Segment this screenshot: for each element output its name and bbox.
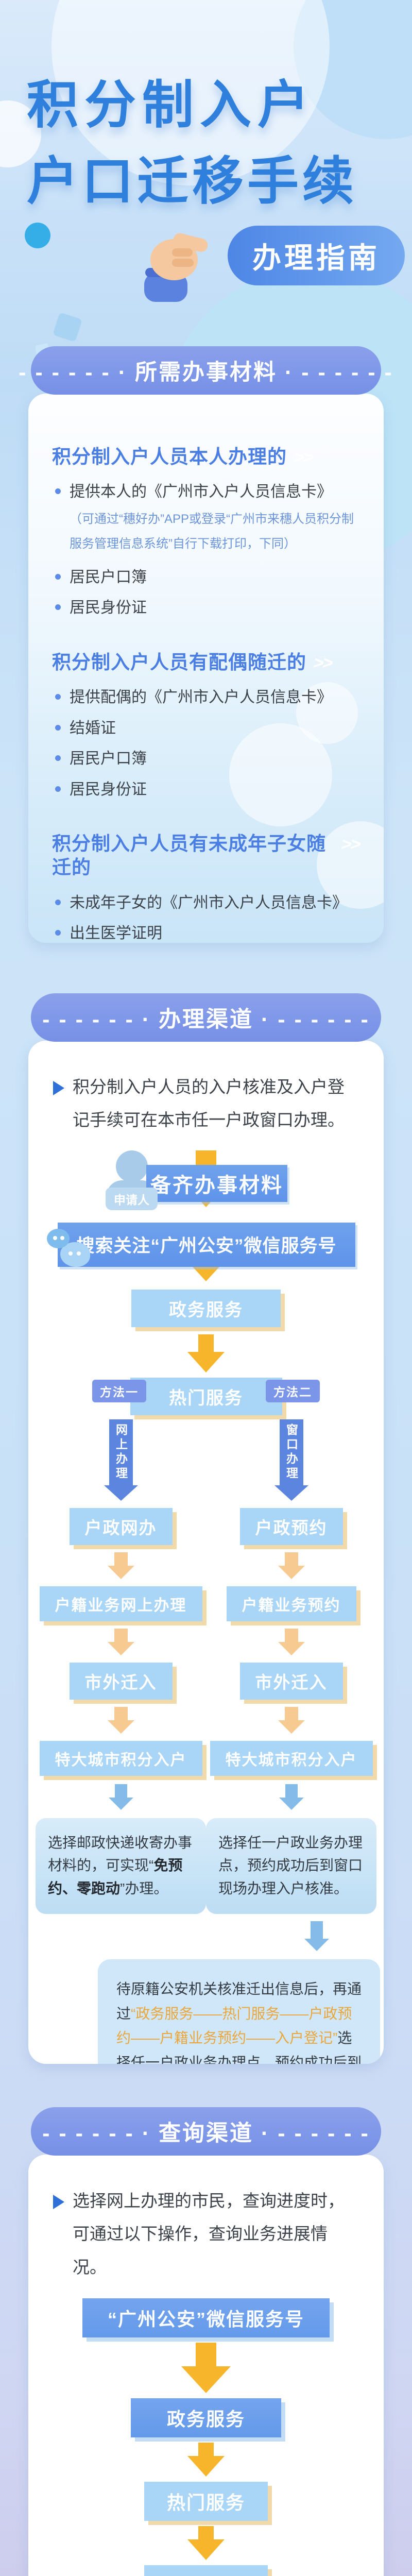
query-section-banner: - - - - - - · 查询渠道 · - - - - - - xyxy=(31,2107,381,2156)
materials-card: 积分制入户人员本人办理的 >> 提供本人的《广州市入户人员信息卡》 （可通过“穗… xyxy=(28,394,384,943)
materials-group2-list: 提供配偶的《广州市入户人员信息卡》 结婚证 居民户口簿 居民身份证 xyxy=(52,688,360,799)
channels-section-banner: - - - - - - · 办理渠道 · - - - - - - xyxy=(31,993,381,1042)
triangle-bullet-icon xyxy=(53,1081,64,1095)
hot-service-step: 方法一 热门服务 方法二 xyxy=(28,1377,384,1415)
triangle-bullet-icon xyxy=(53,2195,64,2209)
flow-box: 户籍业务网上办理 xyxy=(39,1586,202,1621)
channels-card: 积分制入户人员的入户核准及入户登记手续可在本市任一户政窗口办理。 备齐办事材料 … xyxy=(28,1041,384,2064)
materials-group3-title: 积分制入户人员有未成年子女随迁的 xyxy=(52,833,326,878)
list-item: 居民户口簿 xyxy=(52,749,360,769)
window-branch-note: 选择任一户政业务办理点，预约成功后到窗口现场办理入户核准。 xyxy=(206,1818,376,1914)
gov-service-box: 政务服务 xyxy=(131,1289,281,1327)
method2-tag: 方法二 xyxy=(266,1379,320,1402)
materials-section-banner: - - - - - - · 所需办事材料 · - - - - - - xyxy=(19,346,392,395)
flow-arrow-down xyxy=(181,2343,231,2394)
applicant-label: 申请人 xyxy=(106,1187,158,1210)
search-official-account-box: 搜索关注“广州公安”微信服务号 xyxy=(58,1222,355,1267)
list-item: 出生医学证明 xyxy=(52,924,360,943)
flow-arrow-down xyxy=(278,1628,305,1655)
materials-group1-list: 提供本人的《广州市入户人员信息卡》 （可通过“穗好办”APP或登录“广州市来穗人… xyxy=(52,482,360,618)
list-item: 居民身份证 xyxy=(52,598,360,618)
list-item: 未成年子女的《广州市入户人员信息卡》 xyxy=(52,893,360,913)
page-title-line1: 积分制入户 xyxy=(27,76,315,134)
flow-box: 户政网办 xyxy=(144,2565,268,2576)
flow-arrow-down xyxy=(278,1706,305,1734)
bullet-dot-icon xyxy=(55,694,61,700)
flow-arrow-down xyxy=(187,2443,225,2477)
flow-arrow-down xyxy=(187,2526,225,2561)
flow-box: 户政预约 xyxy=(239,1507,343,1545)
decor-silhouette-2 xyxy=(296,682,358,744)
list-item: 提供本人的《广州市入户人员信息卡》 （可通过“穗好办”APP或登录“广州市来穗人… xyxy=(52,482,360,556)
download-note: （可通过“穗好办”APP或登录“广州市来穗人员积分制服务管理信息系统”自行下载打… xyxy=(70,512,354,551)
decor-dot-cyan xyxy=(25,223,50,248)
method1-tag: 方法一 xyxy=(92,1379,146,1402)
query-card: 选择网上办理的市民，查询进度时，可通过以下操作，查询业务进展情况。 “广州公安”… xyxy=(28,2155,384,2576)
registration-final-note: 待原籍公安机关核准迁出信息后，再通过“政务服务——热门服务——户政预约——户籍业… xyxy=(98,1959,380,2064)
two-branch-flow: 网上办理 户政网办 户籍业务网上办理 市外迁入 特大城市积分入户 选择邮政快递收… xyxy=(28,1412,384,1914)
list-item: 居民户口簿 xyxy=(52,568,360,587)
query-flow: “广州公安”微信服务号 政务服务 热门服务 户政网办 网上办理进度查询 xyxy=(82,2298,330,2576)
chevrons-icon: >> xyxy=(339,835,363,854)
flow-arrow-down xyxy=(187,1334,225,1372)
channels-intro: 积分制入户人员的入户核准及入户登记手续可在本市任一户政窗口办理。 xyxy=(28,1071,384,1137)
flow-arrow-down xyxy=(279,1784,304,1810)
online-branch-arrow: 网上办理 xyxy=(104,1419,138,1501)
flow-box: 政务服务 xyxy=(131,2398,281,2438)
page-title-line2: 户口迁移手续 xyxy=(27,152,357,210)
online-branch-note: 选择邮政快递收寄办事材料的，可实现“免预约、零跑动”办理。 xyxy=(36,1818,206,1914)
bullet-dot-icon xyxy=(55,755,61,761)
header: 积分制入户 户口迁移手续 办理指南 xyxy=(0,0,412,340)
materials-group2-heading: 积分制入户人员有配偶随迁的 >> xyxy=(52,651,360,674)
materials-group3-heading: 积分制入户人员有未成年子女随迁的 >> xyxy=(52,832,363,880)
materials-group1-title: 积分制入户人员本人办理的 xyxy=(52,446,287,467)
list-item: 居民身份证 xyxy=(52,780,360,800)
flow-arrow-down xyxy=(278,1552,305,1579)
chevrons-icon: >> xyxy=(292,448,315,467)
decor-silhouette-3 xyxy=(317,821,384,909)
flow-arrow-down xyxy=(304,1921,329,1952)
flow-arrow-down xyxy=(107,1628,134,1655)
flow-box: 户政网办 xyxy=(69,1507,173,1545)
bullet-dot-icon xyxy=(55,930,61,936)
bullet-dot-icon xyxy=(55,899,61,905)
guide-badge: 办理指南 xyxy=(228,226,405,285)
materials-group1-heading: 积分制入户人员本人办理的 >> xyxy=(52,445,360,469)
flow-arrow-down xyxy=(108,1784,133,1810)
page-title: 积分制入户 户口迁移手续 xyxy=(27,67,357,219)
flow-box: 市外迁入 xyxy=(239,1662,343,1700)
hot-service-box: 热门服务 xyxy=(130,1377,282,1415)
bullet-dot-icon xyxy=(55,488,61,495)
menu-path-highlight: “政务服务——热门服务——户政预约——户籍业务预约——入户登记” xyxy=(116,2005,352,2046)
flow-arrow-down xyxy=(107,1706,134,1734)
flow-box: 特大城市积分入户 xyxy=(210,1740,373,1776)
query-intro: 选择网上办理的市民，查询进度时，可通过以下操作，查询业务进展情况。 xyxy=(28,2184,384,2284)
bullet-dot-icon xyxy=(55,724,61,731)
bullet-dot-icon xyxy=(55,604,61,611)
online-branch-label: 网上办理 xyxy=(114,1423,128,1481)
flow-box: 特大城市积分入户 xyxy=(39,1740,202,1776)
applicant-icon xyxy=(116,1150,148,1182)
flow-box: 市外迁入 xyxy=(69,1662,173,1700)
flow-box: 热门服务 xyxy=(144,2482,268,2521)
list-item: 提供配偶的《广州市入户人员信息卡》 xyxy=(52,688,360,707)
window-branch: 窗口办理 户政预约 户籍业务预约 市外迁入 特大城市积分入户 选择任一户政业务办… xyxy=(206,1412,376,1914)
pointing-hand-icon xyxy=(130,212,217,313)
bullet-dot-icon xyxy=(55,786,61,792)
flow-arrow-down xyxy=(107,1552,134,1579)
prepare-materials-box: 备齐办事材料 xyxy=(146,1164,287,1202)
chevrons-icon: >> xyxy=(312,653,334,673)
materials-group2-title: 积分制入户人员有配偶随迁的 xyxy=(52,651,306,673)
window-branch-label: 窗口办理 xyxy=(284,1423,298,1481)
window-branch-arrow: 窗口办理 xyxy=(274,1419,308,1501)
bullet-dot-icon xyxy=(55,573,61,580)
flow-box: 户籍业务预约 xyxy=(226,1586,356,1621)
materials-group3-list: 未成年子女的《广州市入户人员信息卡》 出生医学证明 居民户口簿 居民身份证 （1… xyxy=(52,893,360,943)
flow-box: “广州公安”微信服务号 xyxy=(82,2298,330,2338)
online-branch: 网上办理 户政网办 户籍业务网上办理 市外迁入 特大城市积分入户 选择邮政快递收… xyxy=(36,1412,206,1914)
list-item: 结婚证 xyxy=(52,719,360,738)
